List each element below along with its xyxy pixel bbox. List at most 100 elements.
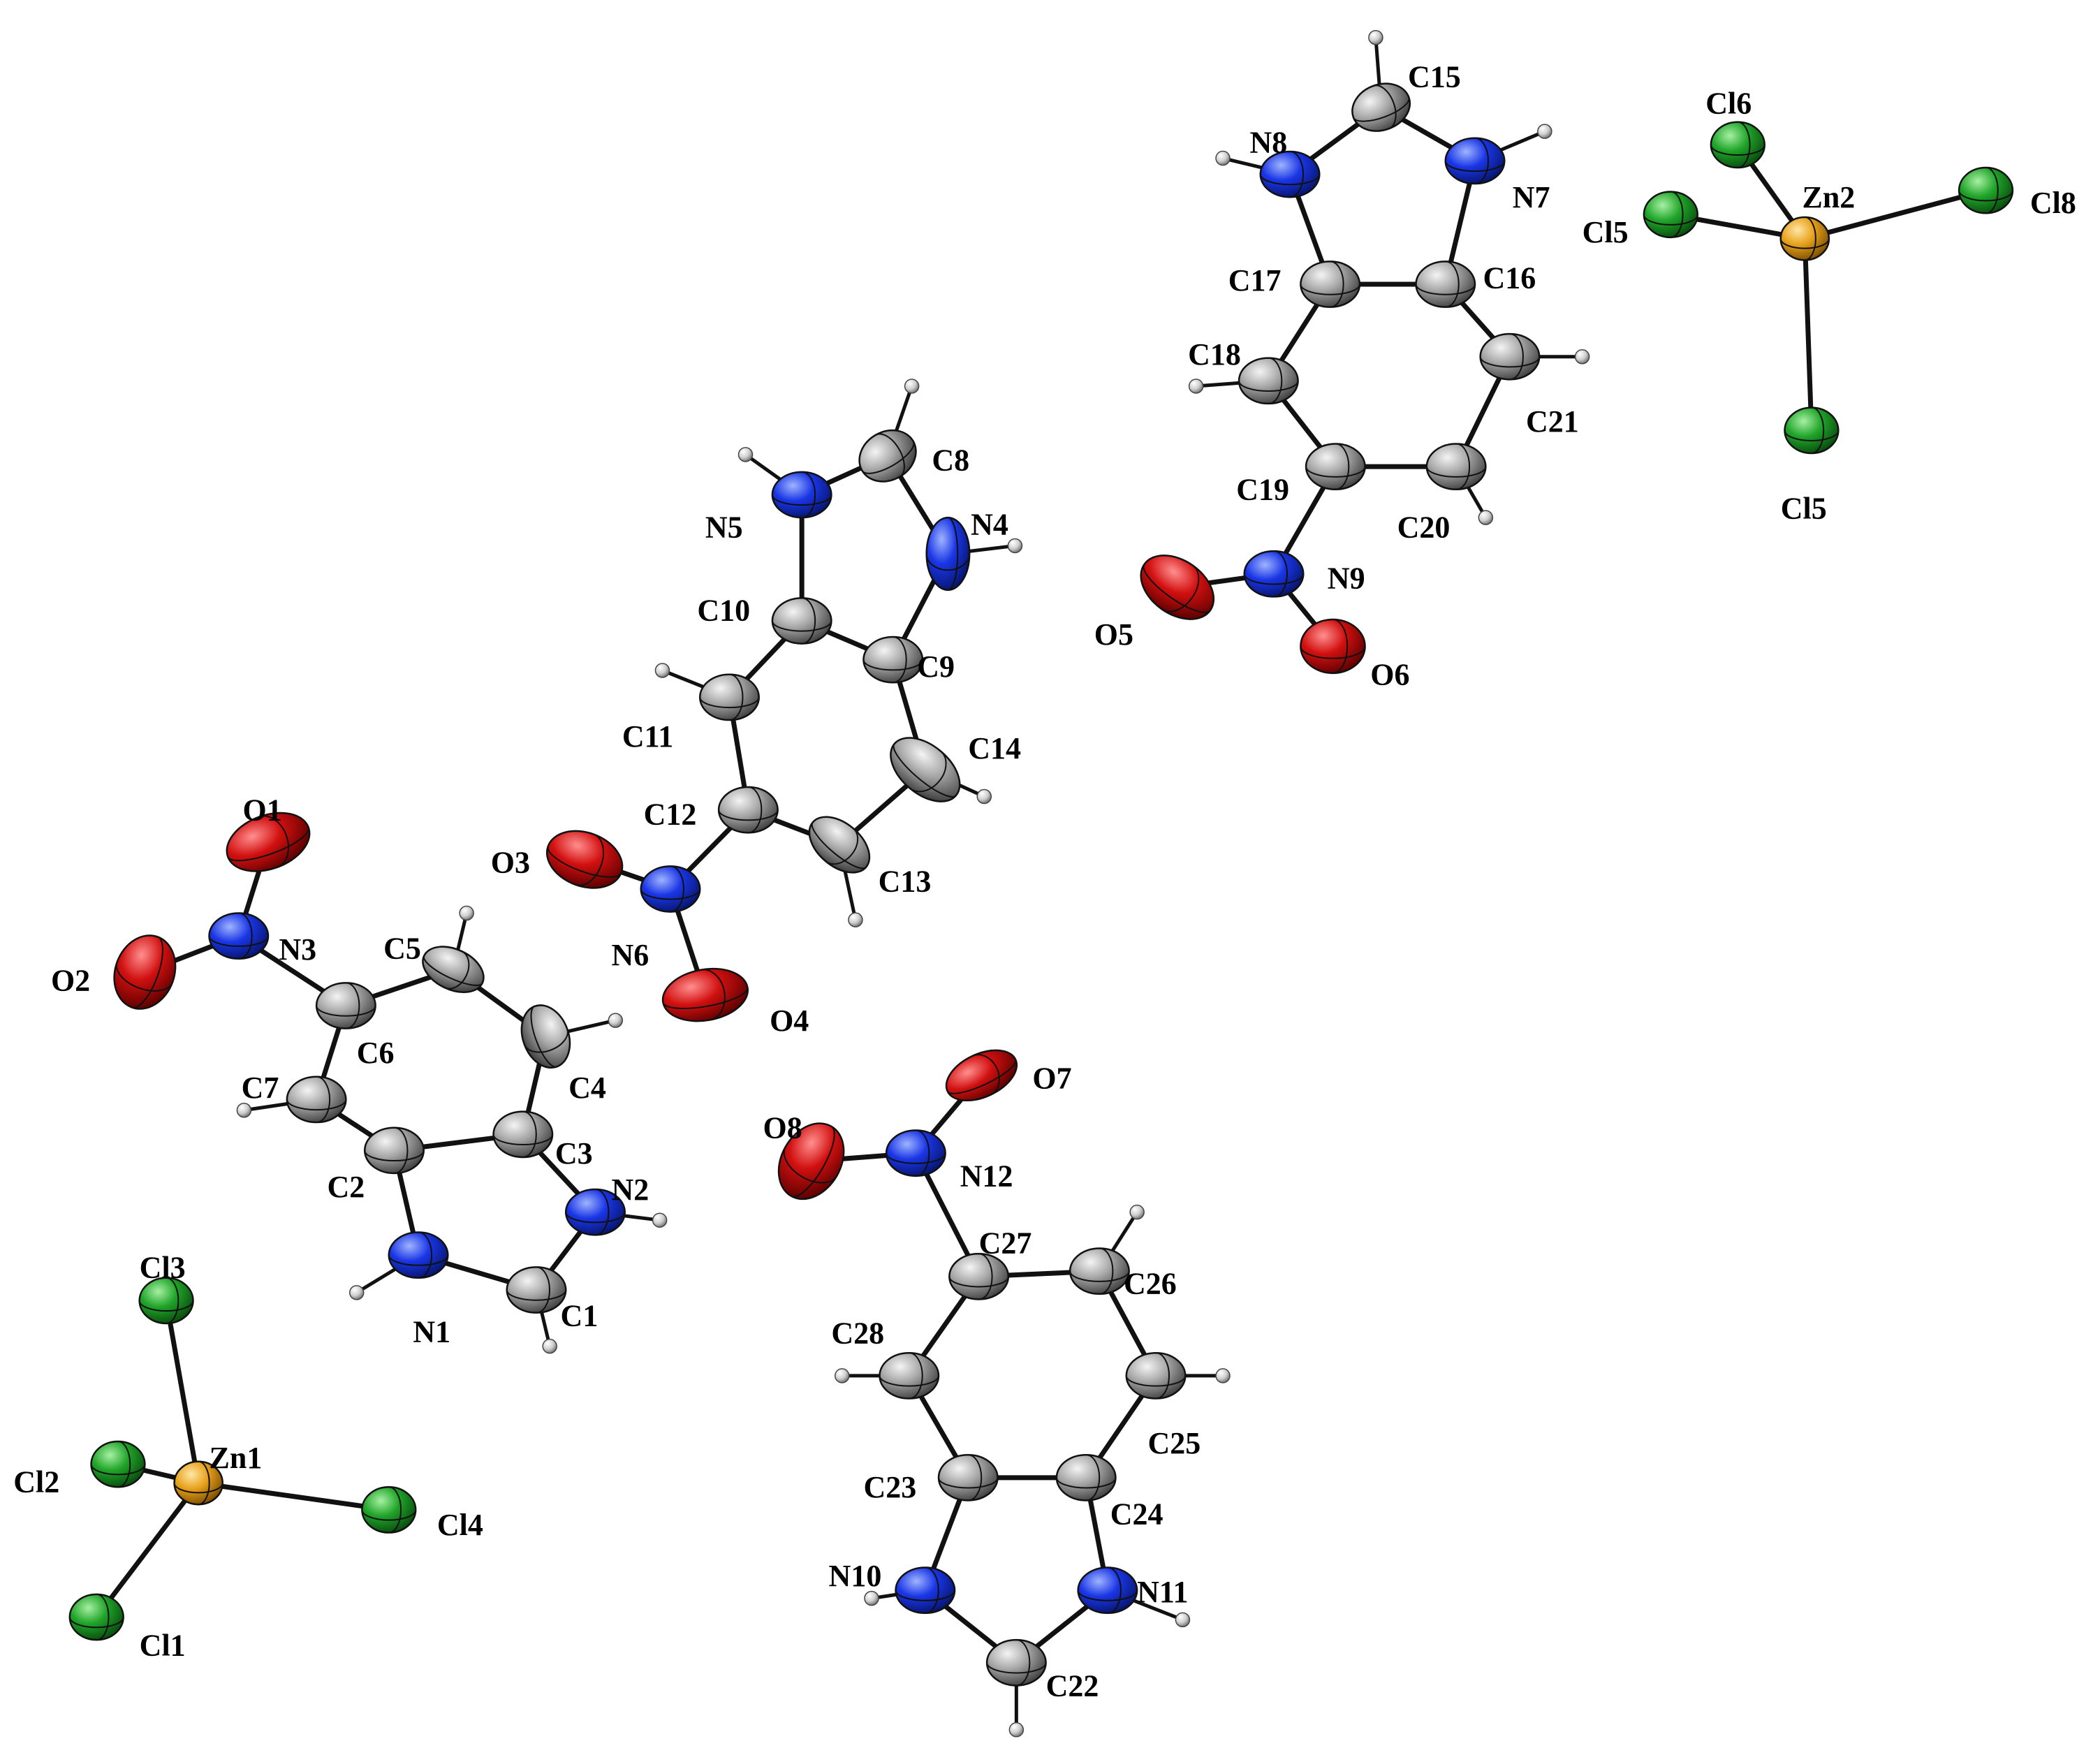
atom-label-O1: O1: [243, 793, 282, 828]
atom-C28: [879, 1352, 940, 1400]
atom-N8: [1259, 150, 1321, 198]
hydrogen-atom-N1: [348, 1285, 365, 1300]
atom-label-Cl1: Cl1: [140, 1629, 186, 1663]
hydrogen-atom-C7: [236, 1103, 252, 1118]
hydrogen-atom-N10: [864, 1590, 879, 1606]
atom-label-C1: C1: [561, 1298, 599, 1332]
atom-label-Zn1: Zn1: [210, 1441, 263, 1475]
atom-O4: [661, 967, 749, 1022]
atom-label-C21: C21: [1526, 404, 1579, 439]
atom-label-Cl3: Cl3: [140, 1250, 186, 1284]
atom-Cl2: [90, 1440, 146, 1488]
hydrogen-atom-N11: [1175, 1612, 1191, 1628]
atom-label-O2: O2: [51, 963, 90, 997]
atom-label-Cl8: Cl8: [2030, 186, 2076, 220]
atom-label-C14: C14: [968, 731, 1021, 765]
atom-O5: [1140, 555, 1215, 620]
atom-label-C26: C26: [1124, 1266, 1177, 1300]
atom-Cl3: [138, 1277, 194, 1325]
hydrogen-atom-C18: [1188, 379, 1204, 394]
atom-label-N5: N5: [705, 510, 743, 544]
bond-Zn1-Cl1: [94, 1481, 201, 1620]
atom-N10: [895, 1566, 956, 1615]
atom-label-N12: N12: [960, 1159, 1013, 1194]
atom-label-C23: C23: [863, 1470, 916, 1504]
atom-O1: [226, 812, 311, 872]
atom-label-N4: N4: [971, 508, 1008, 542]
atom-O2: [113, 934, 177, 1010]
atom-N9: [1243, 550, 1305, 598]
atom-label-C19: C19: [1236, 473, 1289, 507]
hydrogen-atom-C8: [904, 379, 920, 394]
atom-label-C24: C24: [1110, 1497, 1163, 1532]
atom-C24: [1055, 1453, 1117, 1502]
atom-C22: [985, 1638, 1047, 1687]
atom-label-O3: O3: [491, 845, 530, 879]
atom-label-O6: O6: [1370, 658, 1409, 692]
atom-N12: [885, 1129, 946, 1177]
atom-O8: [777, 1122, 845, 1201]
atom-label-C4: C4: [568, 1071, 606, 1105]
atom-Cl1: [68, 1593, 124, 1641]
bond-Zn2-Cl8: [1802, 188, 1989, 242]
atom-C1: [506, 1266, 567, 1314]
atom-label-C11: C11: [622, 719, 673, 754]
atom-label-N6: N6: [612, 938, 649, 972]
atom-C13: [808, 816, 871, 874]
hydrogen-atom-C11: [654, 663, 670, 678]
atom-C5: [422, 946, 485, 993]
atom-label-C5: C5: [383, 931, 421, 965]
atom-label-O5: O5: [1094, 617, 1133, 652]
atom-label-C7: C7: [242, 1071, 279, 1105]
atom-N3: [208, 912, 270, 960]
atom-C6: [315, 982, 376, 1029]
atom-Cl6: [1710, 121, 1765, 169]
atom-O7: [945, 1049, 1018, 1102]
atom-label-O7: O7: [1032, 1062, 1071, 1096]
hydrogen-atom-C22: [1008, 1722, 1025, 1738]
atom-label-C17: C17: [1228, 263, 1282, 298]
bond-Zn2-Cl7: [1802, 236, 1814, 433]
atom-label-C28: C28: [831, 1316, 884, 1350]
atom-label-C2: C2: [327, 1170, 365, 1204]
atom-label-C27: C27: [979, 1226, 1032, 1261]
atom-Cl7: [1784, 406, 1840, 455]
hydrogen-atom-N2: [652, 1212, 668, 1228]
atom-C20: [1425, 443, 1487, 491]
atom-N4: [925, 516, 971, 592]
atom-C3: [492, 1110, 554, 1159]
atom-label-C13: C13: [879, 864, 932, 898]
atom-label-Cl2: Cl2: [13, 1464, 59, 1499]
atom-C21: [1479, 332, 1541, 381]
hydrogen-atom-C21: [1574, 348, 1590, 365]
atom-label-N1: N1: [413, 1314, 450, 1349]
atom-label-C9: C9: [917, 649, 955, 684]
atom-C16: [1415, 260, 1476, 308]
atom-label-N7: N7: [1513, 180, 1550, 214]
hydrogen-atom-C15: [1368, 30, 1383, 45]
atom-N6: [640, 865, 701, 913]
atom-label-C12: C12: [644, 797, 697, 831]
atom-O3: [545, 830, 624, 889]
hydrogen-atom-N7: [1537, 124, 1552, 139]
atom-Cl8: [1958, 166, 2014, 214]
atom-label-C15: C15: [1408, 59, 1461, 94]
hydrogen-atom-C14: [976, 788, 992, 805]
atom-N2: [564, 1188, 626, 1236]
atom-C15: [1351, 82, 1411, 132]
atom-label-C16: C16: [1483, 260, 1536, 295]
atom-label-C10: C10: [697, 593, 750, 627]
hydrogen-atom-C20: [1478, 510, 1494, 525]
atom-Zn2: [1779, 216, 1830, 261]
atom-label-N11: N11: [1137, 1575, 1188, 1609]
atom-Cl4: [361, 1486, 417, 1534]
atom-label-C18: C18: [1188, 337, 1241, 372]
atom-C8: [858, 429, 917, 483]
atom-label-Cl6: Cl6: [1705, 87, 1752, 121]
atom-C18: [1238, 357, 1299, 405]
atom-label-C6: C6: [357, 1036, 395, 1070]
atom-C19: [1305, 443, 1366, 491]
atom-label-N2: N2: [612, 1173, 649, 1207]
